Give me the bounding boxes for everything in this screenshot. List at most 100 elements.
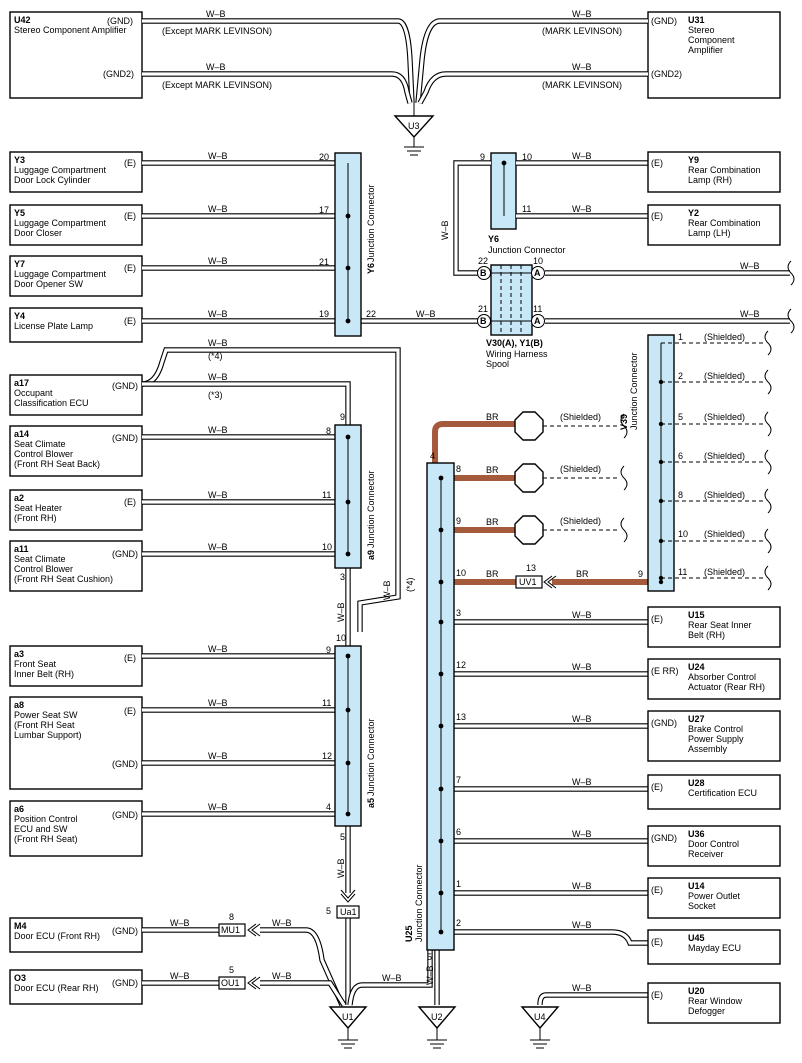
- component-y2: (E) Y2 Rear Combination Lamp (LH): [647, 204, 781, 246]
- u31-pin-gnd: (GND): [651, 16, 677, 26]
- svg-text:10: 10: [533, 256, 543, 266]
- u42-pin-gnd2: (GND2): [103, 69, 134, 79]
- svg-text:11: 11: [322, 698, 331, 708]
- svg-text:U14: U14: [688, 881, 705, 891]
- note-ml-1: (MARK LEVINSON): [542, 26, 622, 36]
- junction-y6-left: 20 17 21 19 22 Y6 Junction Connector: [319, 152, 376, 337]
- svg-text:Seat Heater: Seat Heater: [14, 503, 62, 513]
- a9-wires: [141, 347, 401, 648]
- svg-text:(GND): (GND): [112, 549, 138, 559]
- svg-text:11: 11: [678, 567, 687, 577]
- svg-text:(E): (E): [124, 497, 136, 507]
- component-u31: (GND) (GND2) U31 Stereo Component Amplif…: [647, 11, 781, 99]
- svg-text:B: B: [480, 268, 487, 278]
- svg-text:Receiver: Receiver: [688, 849, 724, 859]
- svg-text:Y5: Y5: [14, 208, 25, 218]
- svg-text:Junction Connector: Junction Connector: [414, 864, 424, 942]
- svg-text:3: 3: [340, 572, 345, 582]
- component-a2: a2 Seat Heater (Front RH) (E): [9, 489, 143, 531]
- u31-id: U31: [688, 15, 705, 25]
- svg-text:3: 3: [456, 608, 461, 618]
- svg-text:U1: U1: [342, 1012, 354, 1022]
- svg-text:(E): (E): [651, 885, 663, 895]
- svg-text:W–B: W–B: [170, 971, 190, 981]
- svg-text:U4: U4: [534, 1012, 546, 1022]
- svg-text:W–B: W–B: [572, 204, 592, 214]
- svg-text:(E RR): (E RR): [651, 666, 679, 676]
- svg-text:(E): (E): [124, 158, 136, 168]
- component-y9: (E) Y9 Rear Combination Lamp (RH): [647, 151, 781, 193]
- svg-text:B: B: [480, 316, 487, 326]
- svg-text:Door Opener SW: Door Opener SW: [14, 279, 84, 289]
- svg-text:Y4: Y4: [14, 311, 25, 321]
- component-o3: O3 Door ECU (Rear RH) (GND): [9, 969, 143, 1005]
- svg-text:(E): (E): [124, 653, 136, 663]
- component-a17: a17 Occupant Classification ECU (GND): [9, 374, 143, 416]
- svg-text:W–B: W–B: [208, 542, 228, 552]
- svg-text:10: 10: [456, 568, 466, 578]
- svg-text:W–B: W–B: [208, 372, 228, 382]
- svg-text:W–B: W–B: [208, 425, 228, 435]
- svg-text:M4: M4: [14, 921, 27, 931]
- connector-mu1: MU1 8: [218, 912, 261, 937]
- svg-text:(E): (E): [651, 211, 663, 221]
- a5-wires: [142, 653, 351, 1005]
- svg-text:Rear Window: Rear Window: [688, 996, 743, 1006]
- svg-text:W–B: W–B: [272, 971, 292, 981]
- ground-u2: U2: [417, 1006, 457, 1049]
- svg-text:11: 11: [522, 204, 531, 214]
- svg-text:Junction Connector: Junction Connector: [366, 718, 376, 796]
- svg-text:Front Seat: Front Seat: [14, 659, 57, 669]
- svg-text:Brake Control: Brake Control: [688, 724, 743, 734]
- svg-text:(Shielded): (Shielded): [560, 516, 601, 526]
- svg-text:Power Supply: Power Supply: [688, 734, 744, 744]
- junction-a9: 9 8 11 10 3 a9 Junction Connector: [322, 412, 376, 582]
- svg-text:W–B: W–B: [572, 610, 592, 620]
- svg-text:9: 9: [638, 569, 643, 579]
- svg-text:Y6: Y6: [366, 263, 376, 274]
- svg-text:5: 5: [229, 965, 234, 975]
- svg-text:(E): (E): [651, 158, 663, 168]
- component-u15: (E) U15 Rear Seat Inner Belt (RH): [647, 606, 781, 648]
- svg-text:(GND): (GND): [112, 978, 138, 988]
- note-ml-2: (MARK LEVINSON): [542, 80, 622, 90]
- svg-text:W–B: W–B: [208, 151, 228, 161]
- u42-id: U42: [14, 15, 31, 25]
- svg-text:a5: a5: [366, 798, 376, 808]
- svg-text:W–B: W–B: [440, 220, 450, 240]
- svg-text:MU1: MU1: [221, 925, 240, 935]
- svg-text:5: 5: [326, 906, 331, 916]
- svg-text:21: 21: [478, 304, 488, 314]
- svg-text:Absorber Control: Absorber Control: [688, 672, 756, 682]
- svg-text:5: 5: [427, 952, 432, 962]
- svg-text:Occupant: Occupant: [14, 388, 53, 398]
- svg-text:W–B: W–B: [208, 644, 228, 654]
- junction-y6-right: 9 10 11 Y6 Junction Connector: [480, 152, 566, 255]
- svg-text:Certification ECU: Certification ECU: [688, 788, 757, 798]
- svg-text:V30(A), Y1(B): V30(A), Y1(B): [486, 338, 543, 348]
- u42-name: Stereo Component Amplifier: [14, 25, 127, 35]
- svg-text:(Front RH Seat Back): (Front RH Seat Back): [14, 459, 100, 469]
- svg-text:(Shielded): (Shielded): [560, 412, 601, 422]
- svg-text:A: A: [534, 268, 541, 278]
- svg-text:Door Closer: Door Closer: [14, 228, 62, 238]
- svg-text:BR: BR: [576, 569, 589, 579]
- u31-pin-gnd2: (GND2): [651, 69, 682, 79]
- svg-text:W–B: W–B: [416, 309, 436, 319]
- svg-text:W–B: W–B: [208, 802, 228, 812]
- u31-name-1: Stereo: [688, 25, 715, 35]
- svg-text:U2: U2: [431, 1012, 443, 1022]
- svg-text:W–B: W–B: [208, 751, 228, 761]
- svg-text:W–B: W–B: [170, 918, 190, 928]
- svg-text:U15: U15: [688, 610, 705, 620]
- svg-text:U24: U24: [688, 662, 705, 672]
- svg-text:Lumbar Support): Lumbar Support): [14, 730, 82, 740]
- svg-text:BR: BR: [486, 465, 499, 475]
- svg-text:A: A: [534, 316, 541, 326]
- svg-text:Door Control: Door Control: [688, 839, 739, 849]
- svg-text:Classification ECU: Classification ECU: [14, 398, 89, 408]
- component-u24: (E RR) U24 Absorber Control Actuator (Re…: [647, 658, 781, 700]
- ground-u3: U3: [393, 103, 435, 156]
- component-m4: M4 Door ECU (Front RH) (GND): [9, 917, 143, 953]
- wire-label: W–B: [206, 9, 226, 19]
